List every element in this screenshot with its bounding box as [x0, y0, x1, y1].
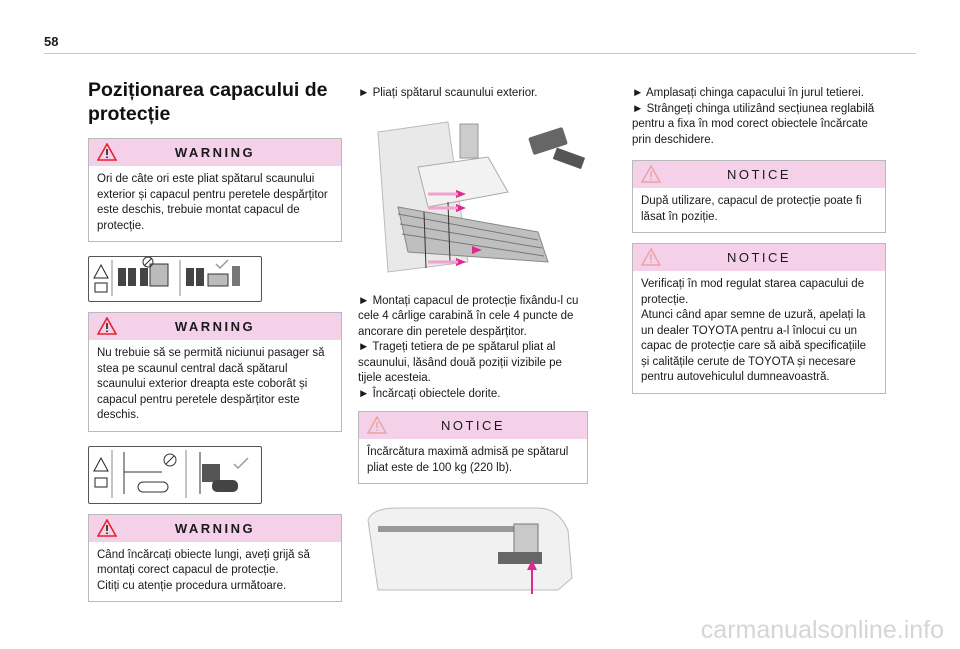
column-1: Poziționarea capacului de protecție WARN…: [88, 78, 342, 612]
notice-text: Verificați în mod regulat starea capacul…: [641, 278, 867, 383]
notice-triangle-icon: [367, 416, 387, 434]
warning-label: WARNING: [174, 145, 256, 160]
warning-text: Ori de câte ori este pliat spătarul scau…: [97, 173, 328, 232]
warning-triangle-icon: [97, 143, 117, 161]
notice-box-1: NOTICE Încărcătura maximă admisă pe spăt…: [358, 411, 588, 484]
warning-triangle-icon: [97, 317, 117, 335]
notice-header: NOTICE: [633, 161, 885, 188]
installation-steps: ► Montați capacul de protecție fixându-l…: [358, 294, 579, 400]
notice-label: NOTICE: [726, 250, 792, 265]
notice-text: Încărcătura maximă admisă pe spătarul pl…: [367, 446, 569, 474]
warning-label: WARNING: [174, 319, 256, 334]
warning-box-3: WARNING Când încărcați obiecte lungi, av…: [88, 513, 342, 602]
warning-box-1: WARNING Ori de câte ori este pliat spăta…: [88, 138, 342, 242]
column-3: ► Amplasați chinga capacului în jurul te…: [632, 86, 886, 404]
van-load-image: [367, 507, 573, 594]
seat-diagram-1: [88, 252, 342, 302]
watermark: carmanualsonline.info: [700, 616, 944, 644]
warning-header: WARNING: [89, 514, 341, 542]
warning-header: WARNING: [89, 313, 341, 340]
header-divider: [44, 53, 916, 54]
warning-box-2: WARNING Nu trebuie să se permită niciunu…: [88, 312, 342, 432]
warning-triangle-icon: [97, 518, 117, 537]
seat-cover-illustration: [358, 111, 588, 282]
notice-label: NOTICE: [440, 418, 506, 433]
notice-triangle-icon: [641, 248, 661, 266]
seat-pictogram: [93, 256, 240, 296]
column-2: ► Pliați spătarul scaunului exterior. ► …: [358, 86, 588, 612]
notice-header: NOTICE: [633, 244, 885, 271]
seat-diagram-2: [88, 442, 342, 504]
notice-header: NOTICE: [359, 412, 587, 439]
notice-box-3: NOTICE Verificați în mod regulat starea …: [632, 243, 886, 394]
strap-steps: ► Amplasați chinga capacului în jurul te…: [632, 87, 875, 146]
notice-box-2: NOTICE După utilizare, capacul de protec…: [632, 160, 886, 233]
warning-text: Nu trebuie să se permită niciunui pasage…: [97, 347, 325, 421]
seat-side-pictogram: [93, 449, 249, 498]
notice-triangle-icon: [641, 165, 661, 183]
step-fold-seatback: ► Pliați spătarul scaunului exterior.: [358, 87, 538, 99]
van-illustration: [358, 500, 588, 600]
warning-text: Când încărcați obiecte lungi, aveți grij…: [97, 548, 310, 592]
notice-text: După utilizare, capacul de protecție poa…: [641, 195, 862, 223]
notice-label: NOTICE: [726, 167, 792, 182]
section-title: Poziționarea capacului de protecție: [88, 79, 328, 125]
cover-installation-image: [358, 111, 588, 282]
warning-header: WARNING: [89, 139, 341, 166]
warning-label: WARNING: [174, 520, 256, 536]
page-number: 58: [44, 34, 59, 49]
